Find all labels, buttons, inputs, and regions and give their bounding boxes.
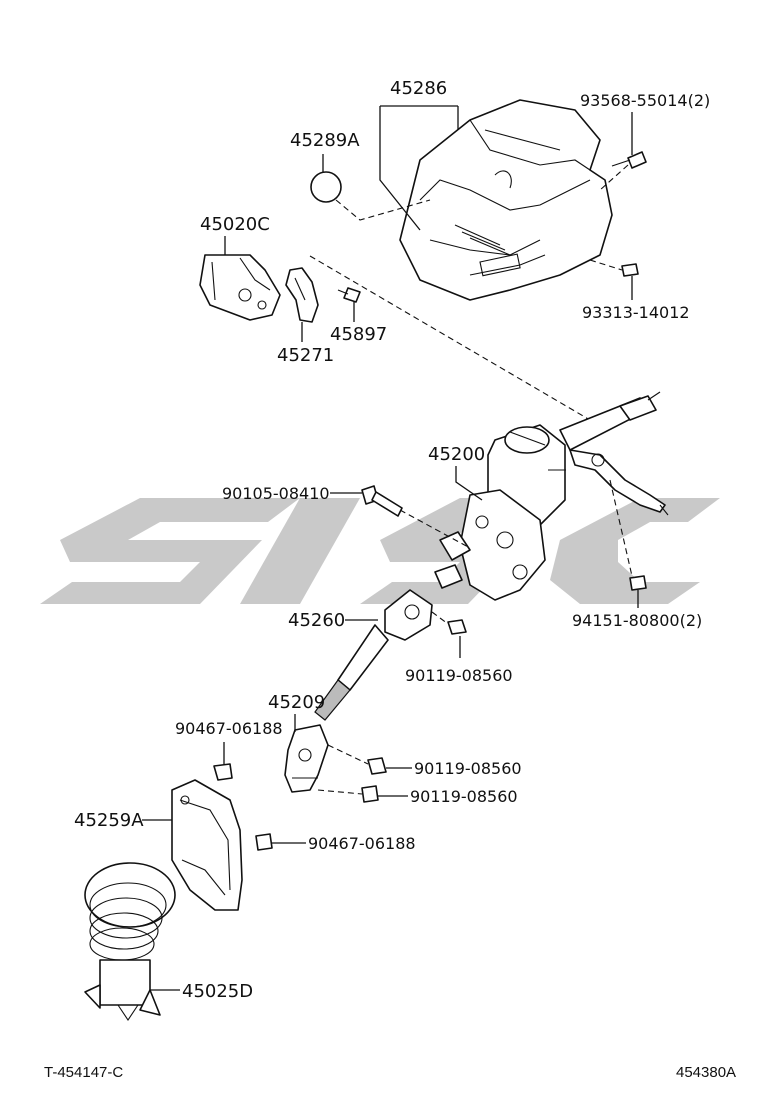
label-bolt-j1: 90119-08560: [414, 759, 522, 778]
label-cover: 45286: [390, 78, 447, 99]
long-bolt-part: [361, 485, 403, 517]
shaft-bolt-part: [447, 619, 467, 635]
label-screw-top: 93568-55014(2): [580, 91, 710, 110]
ball-part: [310, 171, 342, 203]
footer-left-code: T-454147-C: [44, 1064, 123, 1081]
label-bracket: 45271: [277, 345, 334, 366]
label-bolt-j2: 90119-08560: [410, 787, 518, 806]
bracket-part: [285, 267, 319, 323]
screw-top-part: [611, 151, 647, 169]
label-shaft: 45260: [288, 610, 345, 631]
screw-cover-part: [621, 263, 639, 277]
clip-b-part: [255, 833, 273, 851]
label-column: 45200: [428, 444, 485, 465]
joint-bolt-1-part: [367, 757, 387, 775]
steering-column-part: [434, 391, 669, 601]
nut-part: [629, 575, 647, 591]
label-clip-a: 90467-06188: [175, 719, 283, 738]
label-boot: 45025D: [182, 981, 253, 1002]
boot-cover-part: [171, 779, 243, 911]
label-screw-cover: 93313-14012: [582, 303, 690, 322]
clip-a-part: [213, 763, 233, 781]
label-clip-b: 90467-06188: [308, 834, 416, 853]
label-bolt-shaft: 90119-08560: [405, 666, 513, 685]
label-bolt-small: 45897: [330, 324, 387, 345]
label-lock: 45020C: [200, 214, 270, 235]
label-nut: 94151-80800(2): [572, 611, 702, 630]
label-ball: 45289A: [290, 130, 360, 151]
joint-bolt-2-part: [361, 785, 379, 803]
intermediate-shaft-part: [314, 589, 433, 721]
lock-part: [199, 254, 281, 321]
label-joint: 45209: [268, 692, 325, 713]
boot-part: [84, 862, 176, 1021]
label-bolt-long: 90105-08410: [222, 484, 330, 503]
label-boot-cover: 45259A: [74, 810, 144, 831]
small-bolt-part: [337, 287, 361, 303]
footer-right-code: 454380A: [676, 1064, 736, 1081]
column-cover-part: [399, 99, 613, 301]
universal-joint-part: [284, 724, 329, 793]
